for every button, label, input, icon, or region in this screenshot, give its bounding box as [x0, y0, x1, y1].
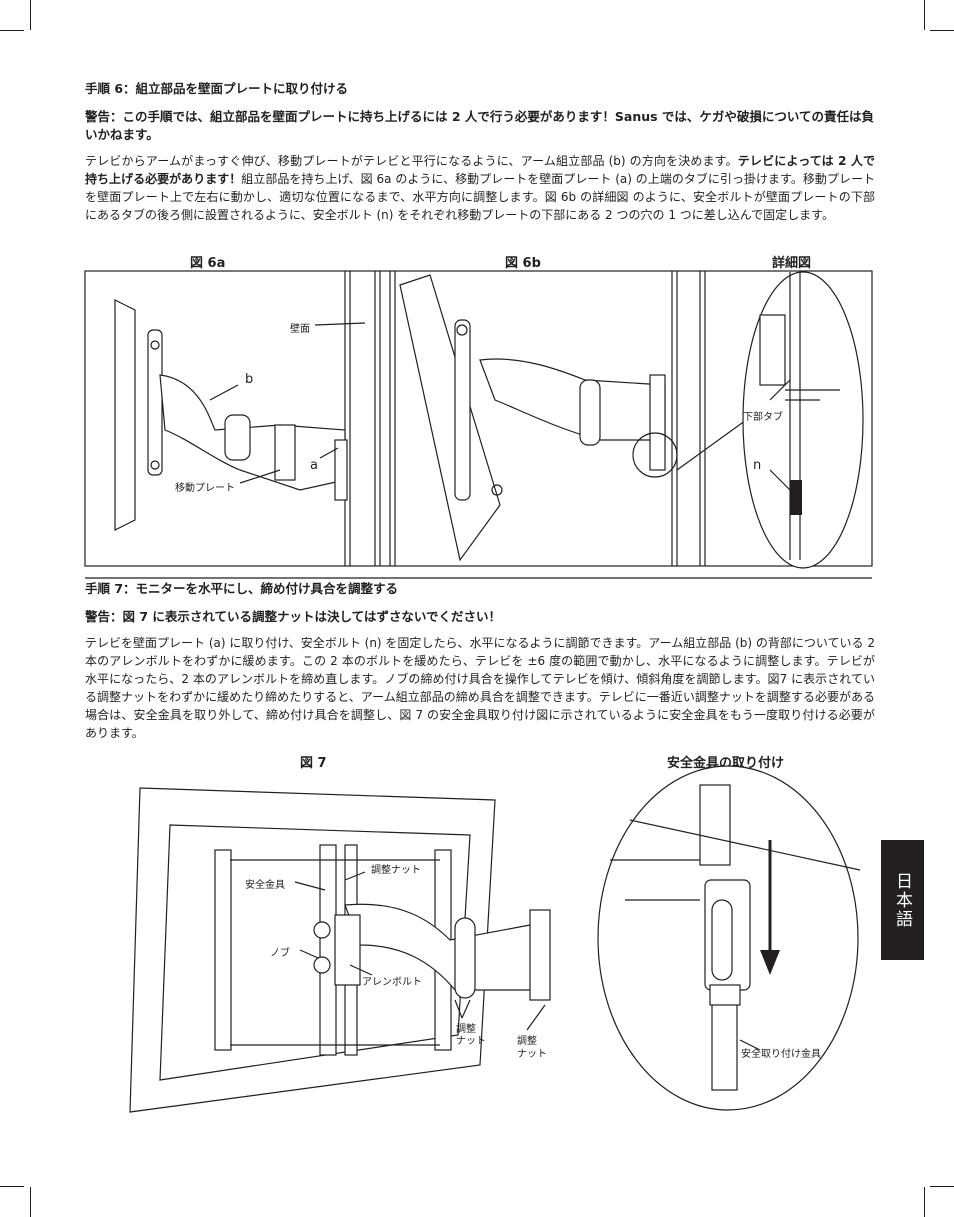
fig7-callout-knob: ノブ — [270, 948, 290, 959]
fig6-detail-label: 詳細図 — [772, 256, 812, 271]
crop-mark — [30, 0, 31, 30]
fig6-callout-b: b — [245, 372, 254, 387]
fig7-callout-adjust-nut-right-1: 調整 — [517, 1036, 537, 1047]
fig7-callout-safety-mount: 安全取り付け金具 — [741, 1049, 821, 1060]
fig7-safety-label: 安全金具の取り付け — [667, 756, 785, 771]
crop-mark — [30, 1187, 31, 1217]
fig7-callout-adjust-nut-mid-1: 調整 — [456, 1024, 476, 1035]
crop-mark — [0, 1186, 24, 1187]
fig6-callout-lower-tab: 下部タブ — [743, 412, 783, 423]
fig7-callout-adjust-nut-top: 調整ナット — [371, 865, 421, 876]
fig6b-label: 図 6b — [505, 256, 541, 271]
fig6-callout-a: a — [310, 458, 318, 473]
fig6-frame — [84, 270, 873, 567]
step6-heading: 手順 6：組立部品を壁面プレートに取り付ける — [85, 81, 349, 96]
step6-paragraph: テレビからアームがまっすぐ伸び、移動プレートがテレビと平行になるように、アーム組… — [85, 152, 875, 224]
fig7-callout-safety-bracket: 安全金具 — [245, 880, 285, 891]
fig7-label: 図 7 — [300, 756, 327, 771]
step6-para-b: 組立部品を持ち上げ、図 6a のように、移動プレートを壁面プレート (a) の上… — [85, 172, 875, 222]
fig6-callout-n: n — [753, 458, 762, 473]
step7-heading: 手順 7：モニターを水平にし、締め付け具合を調整する — [85, 581, 399, 596]
fig6-illustration — [84, 270, 873, 579]
fig6-callout-moving-plate: 移動プレート — [175, 483, 235, 494]
crop-mark — [924, 0, 925, 30]
step7-warning: 警告：図 7 に表示されている調整ナットは決してはずさないでください！ — [85, 609, 502, 624]
language-tab: 日本語 — [881, 840, 924, 960]
crop-mark — [930, 1186, 954, 1187]
fig7-callout-adjust-nut-right-2: ナット — [517, 1049, 547, 1060]
step6-para-bold: テレビによっては 2 人で持ち上げる必要があります！ — [85, 154, 875, 186]
crop-mark — [0, 30, 24, 31]
crop-mark — [924, 1187, 925, 1217]
fig7-callout-adjust-nut-mid-2: ナット — [456, 1036, 486, 1047]
step7-paragraph: テレビを壁面プレート (a) に取り付け、安全ボルト (n) を固定したら、水平… — [85, 636, 875, 740]
step6-warning: 警告：この手順では、組立部品を壁面プレートに持ち上げるには 2 人で行う必要があ… — [85, 109, 875, 142]
fig6a-label: 図 6a — [190, 256, 226, 271]
crop-mark — [930, 30, 954, 31]
fig7-callout-allen-bolt: アレンボルト — [362, 977, 422, 988]
step6-para-a: テレビからアームがまっすぐ伸び、移動プレートがテレビと平行になるように、アーム組… — [85, 154, 738, 168]
fig6-callout-wall: 壁面 — [290, 324, 310, 335]
